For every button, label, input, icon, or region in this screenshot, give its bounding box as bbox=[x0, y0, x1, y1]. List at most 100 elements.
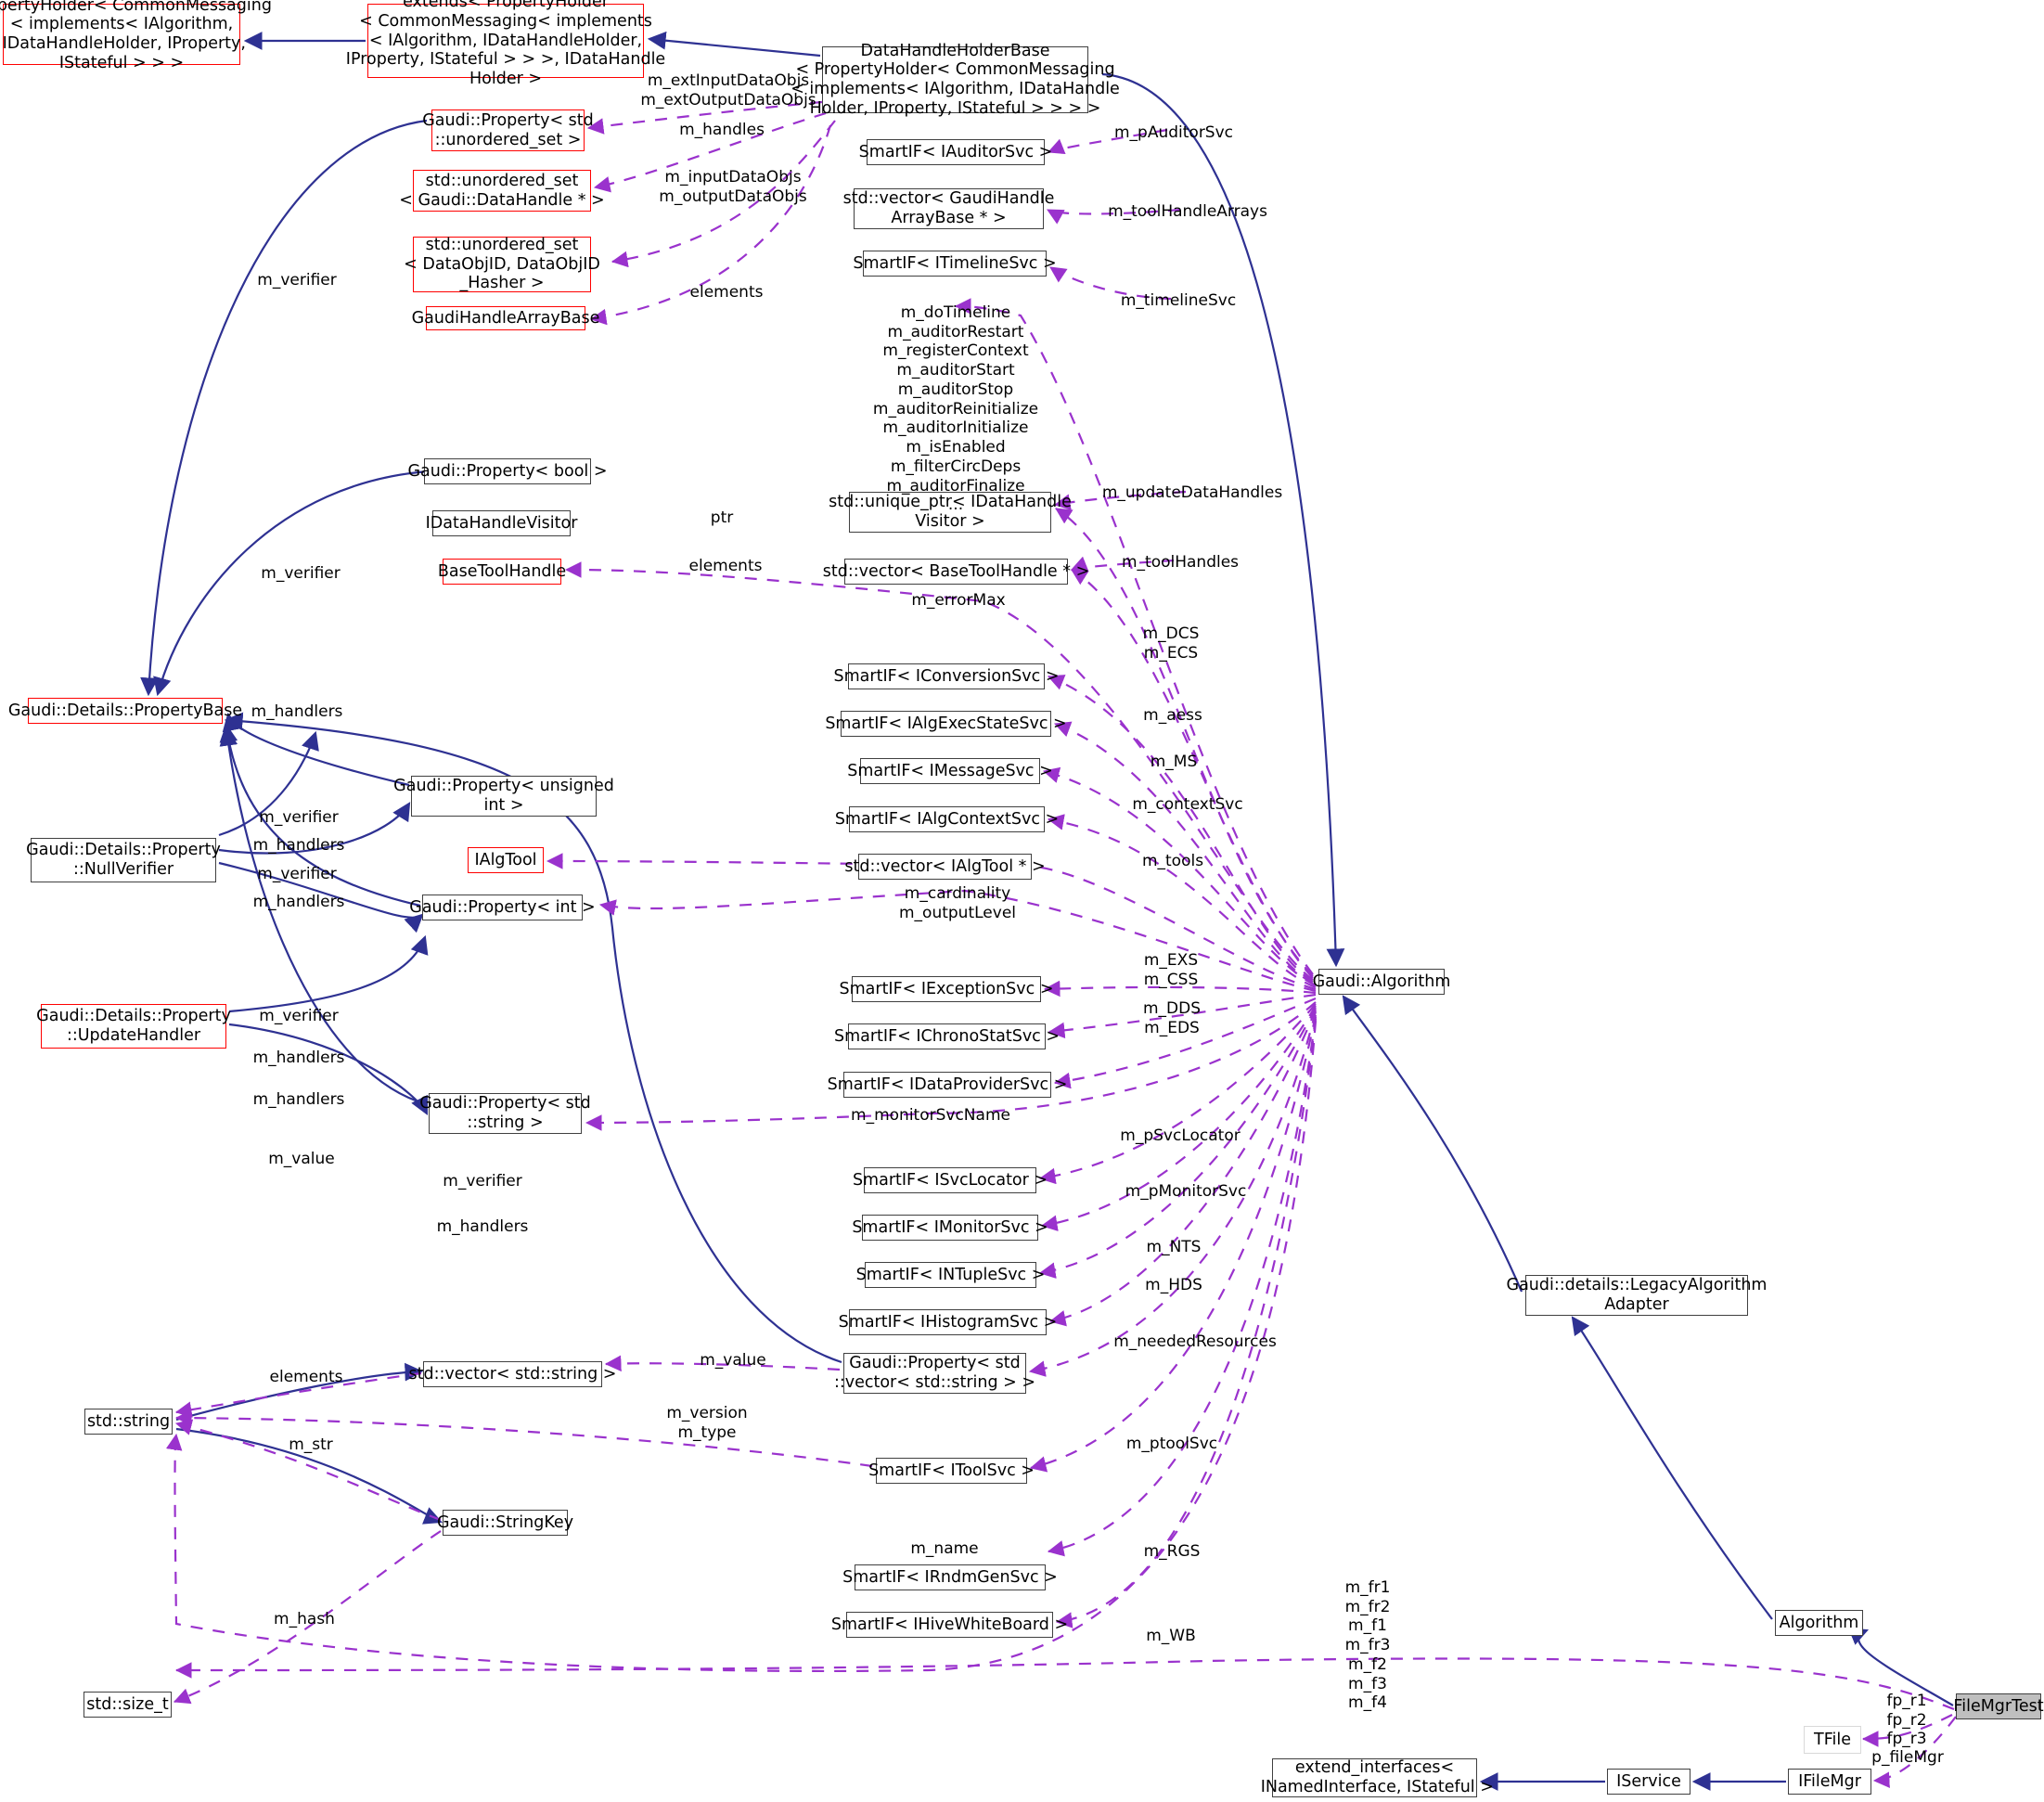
class-node-smartif_svcloc[interactable]: SmartIF< ISvcLocator > bbox=[853, 1167, 1048, 1193]
edge-label-lbl-hds: m_HDS bbox=[1145, 1276, 1202, 1294]
class-node-smartif_tool[interactable]: SmartIF< IToolSvc > bbox=[868, 1458, 1035, 1484]
class-node-uset_datahandle[interactable]: std::unordered_set < Gaudi::DataHandle *… bbox=[399, 170, 605, 212]
class-node-uset_dataobjid[interactable]: std::unordered_set < DataObjID, DataObjI… bbox=[404, 236, 600, 293]
class-node-prop_vecstring[interactable]: Gaudi::Property< std ::vector< std::stri… bbox=[833, 1353, 1036, 1394]
class-node-dhhb[interactable]: DataHandleHolderBase < PropertyHolder< C… bbox=[791, 41, 1120, 118]
edge-label-lbl-verifier-b: m_verifier bbox=[261, 564, 341, 583]
edge-label-lbl-toolhandles: m_toolHandles bbox=[1121, 553, 1240, 572]
edge-label-lbl-version: m_version m_type bbox=[666, 1404, 748, 1442]
class-node-uptr_visitor[interactable]: std::unique_ptr< IDataHandle Visitor > bbox=[829, 492, 1072, 533]
class-node-vec_ialgtool[interactable]: std::vector< IAlgTool * > bbox=[844, 854, 1046, 880]
class-node-smartif_monitor[interactable]: SmartIF< IMonitorSvc > bbox=[852, 1215, 1048, 1241]
edge-label-lbl-exs-css: m_EXS m_CSS bbox=[1143, 951, 1199, 989]
edge-label-lbl-wb: m_WB bbox=[1146, 1627, 1196, 1645]
class-node-vec_string[interactable]: std::vector< std::string > bbox=[409, 1361, 616, 1387]
edge-label-lbl-inputdata: m_inputDataObjs m_outputDataObjs bbox=[659, 168, 807, 206]
class-node-legacyadapter[interactable]: Gaudi::details::LegacyAlgorithm Adapter bbox=[1506, 1275, 1768, 1316]
class-node-smartif_msg[interactable]: SmartIF< IMessageSvc > bbox=[847, 758, 1053, 784]
edge-label-lbl-elements2: elements bbox=[688, 557, 763, 575]
edge-label-lbl-hash: m_hash bbox=[274, 1610, 335, 1628]
class-node-algorithm[interactable]: Algorithm bbox=[1775, 1610, 1863, 1636]
class-node-smartif_ntuple[interactable]: SmartIF< INTupleSvc > bbox=[856, 1262, 1045, 1288]
edge-label-lbl-ptr: ptr bbox=[710, 508, 734, 527]
class-node-smartif_algctx[interactable]: SmartIF< IAlgContextSvc > bbox=[835, 806, 1059, 832]
class-node-ifilemgr[interactable]: IFileMgr bbox=[1788, 1769, 1871, 1795]
edge-label-lbl-handlers-c: m_handlers bbox=[252, 836, 345, 855]
edge-label-lbl-ptoolsvc: m_ptoolSvc bbox=[1125, 1435, 1218, 1453]
class-node-prop_uset[interactable]: Gaudi::Property< std ::unordered_set > bbox=[422, 109, 594, 151]
class-node-ialgtool[interactable]: IAlgTool bbox=[468, 847, 544, 873]
class-node-smartif_histo[interactable]: SmartIF< IHistogramSvc > bbox=[839, 1309, 1057, 1335]
class-node-idatahandlevisitor[interactable]: IDataHandleVisitor bbox=[426, 510, 577, 536]
edge-label-lbl-fprlist: fp_r1 fp_r2 fp_r3 bbox=[1886, 1692, 1927, 1749]
edge-label-lbl-frlist: m_fr1 m_fr2 m_f1 m_fr3 m_f2 m_f3 m_f4 bbox=[1344, 1578, 1391, 1713]
class-node-std_string[interactable]: std::string bbox=[84, 1409, 173, 1435]
class-node-extends[interactable]: extends< PropertyHolder < CommonMessagin… bbox=[345, 0, 666, 88]
edge-label-lbl-ms: m_MS bbox=[1150, 753, 1198, 771]
edge-label-lbl-value-a: m_value bbox=[268, 1150, 335, 1168]
class-node-basetoolhandle[interactable]: BaseToolHandle bbox=[438, 559, 566, 585]
edge-label-lbl-elements3: elements bbox=[269, 1368, 343, 1386]
class-node-smartif_algexec[interactable]: SmartIF< IAlgExecStateSvc > bbox=[825, 711, 1067, 737]
edge-label-lbl-pmonitorsvc: m_pMonitorSvc bbox=[1125, 1182, 1247, 1201]
class-node-std_sizet[interactable]: std::size_t bbox=[84, 1692, 172, 1718]
class-node-propertybase[interactable]: Gaudi::Details::PropertyBase bbox=[8, 698, 242, 724]
class-node-prop_uint[interactable]: Gaudi::Property< unsigned int > bbox=[393, 776, 614, 817]
class-node-filemgrtest[interactable]: FileMgrTest bbox=[1953, 1693, 2044, 1719]
class-node-smartif_rndm[interactable]: SmartIF< IRndmGenSvc > bbox=[842, 1564, 1058, 1590]
class-node-updatehandler[interactable]: Gaudi::Details::Property ::UpdateHandler bbox=[36, 1004, 231, 1049]
edge-label-lbl-timelinesvc: m_timelineSvc bbox=[1120, 291, 1237, 310]
class-node-smartif_hivewb[interactable]: SmartIF< IHiveWhiteBoard > bbox=[831, 1612, 1068, 1638]
class-node-smartif_timeline[interactable]: SmartIF< ITimelineSvc > bbox=[853, 251, 1057, 277]
class-node-tfile[interactable]: TFile bbox=[1804, 1726, 1861, 1754]
edge-label-lbl-value-b: m_value bbox=[700, 1351, 766, 1370]
edge-label-lbl-verifier-c: m_verifier bbox=[259, 808, 339, 827]
class-node-prop_bool[interactable]: Gaudi::Property< bool > bbox=[407, 458, 608, 484]
edge-label-lbl-dds-eds: m_DDS m_EDS bbox=[1142, 999, 1202, 1037]
edge-label-lbl-needed: m_neededResources bbox=[1113, 1332, 1277, 1351]
edge-label-lbl-handlers-g: m_handlers bbox=[436, 1217, 529, 1236]
edge-label-lbl-toolhandlearr: m_toolHandleArrays bbox=[1108, 202, 1267, 221]
class-node-stringkey[interactable]: Gaudi::StringKey bbox=[437, 1510, 573, 1536]
edge-label-lbl-verifier-e: m_verifier bbox=[259, 1007, 339, 1025]
edge-label-lbl-pfilemgr: p_fileMgr bbox=[1871, 1748, 1944, 1767]
edge-label-lbl-extinput: m_extInputDataObjs m_extOutputDataObjs bbox=[640, 71, 816, 109]
class-node-smartif_auditor[interactable]: SmartIF< IAuditorSvc > bbox=[859, 139, 1052, 165]
edge-label-lbl-handles: m_handles bbox=[679, 121, 765, 139]
class-node-propertyholder[interactable]: PropertyHolder< CommonMessaging < implem… bbox=[0, 0, 272, 72]
class-node-smartif_chrono[interactable]: SmartIF< IChronoStatSvc > bbox=[834, 1023, 1060, 1049]
class-node-prop_int[interactable]: Gaudi::Property< int > bbox=[409, 895, 596, 920]
class-node-prop_string[interactable]: Gaudi::Property< std ::string > bbox=[419, 1093, 591, 1134]
edge-label-lbl-name: m_name bbox=[910, 1539, 979, 1558]
edge-label-lbl-dcs-ecs: m_DCS m_ECS bbox=[1142, 624, 1200, 663]
class-node-smartif_conv[interactable]: SmartIF< IConversionSvc > bbox=[834, 663, 1060, 689]
edge-label-lbl-contextsvc: m_contextSvc bbox=[1132, 795, 1243, 814]
edge-label-lbl-propbase-h: m_handlers bbox=[251, 702, 343, 721]
edge-label-lbl-errormax: m_errorMax bbox=[911, 591, 1006, 610]
edge-label-lbl-tools: m_tools bbox=[1141, 852, 1204, 870]
edge-label-lbl-handlers-d: m_handlers bbox=[252, 893, 345, 911]
edge-label-lbl-aess: m_aess bbox=[1143, 706, 1202, 725]
edge-label-lbl-elements1: elements bbox=[689, 283, 764, 302]
edge-label-lbl-psvclocator: m_pSvcLocator bbox=[1120, 1126, 1241, 1145]
class-node-smartif_except[interactable]: SmartIF< IExceptionSvc > bbox=[840, 976, 1054, 1002]
class-node-extend_interfaces[interactable]: extend_interfaces< INamedInterface, ISta… bbox=[1260, 1758, 1494, 1797]
class-node-smartif_dataprov[interactable]: SmartIF< IDataProviderSvc > bbox=[828, 1072, 1067, 1098]
class-node-gaudialgorithm[interactable]: Gaudi::Algorithm bbox=[1313, 969, 1450, 995]
class-node-vec_gaudihandle[interactable]: std::vector< GaudiHandle ArrayBase * > bbox=[842, 188, 1055, 229]
edge-label-lbl-doTimeline: m_doTimeline m_auditorRestart m_register… bbox=[872, 303, 1039, 515]
edge-label-lbl-updatedh: m_updateDataHandles bbox=[1101, 483, 1283, 502]
edge-label-lbl-pauditor: m_pAuditorSvc bbox=[1113, 123, 1234, 142]
edge-label-lbl-verifier-a: m_verifier bbox=[257, 271, 337, 290]
class-node-iservice[interactable]: IService bbox=[1607, 1769, 1690, 1795]
edge-label-lbl-str: m_str bbox=[289, 1435, 333, 1454]
edge-label-lbl-cardinality: m_cardinality m_outputLevel bbox=[898, 884, 1017, 922]
class-node-vec_basetool[interactable]: std::vector< BaseToolHandle * > bbox=[823, 559, 1089, 585]
edge-label-lbl-handlers-e: m_handlers bbox=[252, 1049, 345, 1067]
edge-label-lbl-handlers-f: m_handlers bbox=[252, 1090, 345, 1109]
class-node-gaudihandlearray[interactable]: GaudiHandleArrayBase bbox=[412, 306, 599, 330]
class-node-nullverifier[interactable]: Gaudi::Details::Property ::NullVerifier bbox=[26, 838, 221, 882]
edge-label-lbl-rgs: m_RGS bbox=[1143, 1542, 1201, 1561]
